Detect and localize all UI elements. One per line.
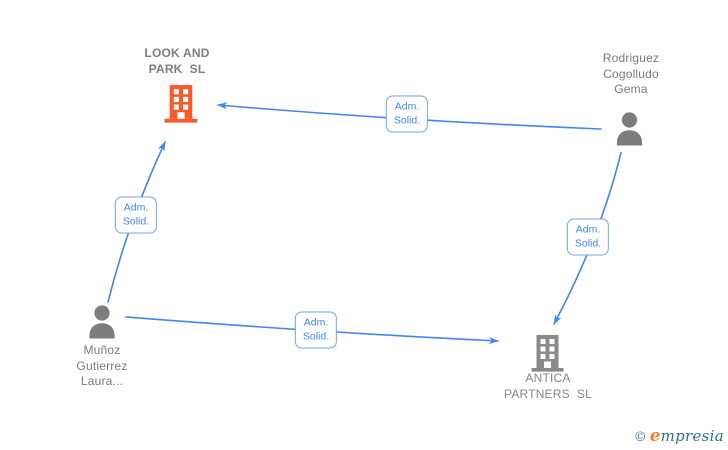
person-icon[interactable] xyxy=(84,304,120,340)
node-label-line: Gema xyxy=(614,82,648,96)
edge-label-adm-solid: Adm. Solid. xyxy=(385,95,429,133)
edge-label-line: Solid. xyxy=(574,237,602,250)
node-label-line: Gutierrez xyxy=(76,358,128,373)
node-label-line: Laura... xyxy=(80,374,124,388)
edge-label-line: Adm. xyxy=(303,316,329,329)
node-label-line: ANTICA xyxy=(525,371,571,385)
edge-label-line: Solid. xyxy=(302,330,330,343)
edge-label-line: Adm. xyxy=(394,100,420,113)
edge-label-adm-solid: Adm. Solid. xyxy=(566,218,610,256)
node-label-line: LOOK AND xyxy=(144,46,210,60)
node-label-rodriguez: Rodriguez Cogolludo Gema xyxy=(551,51,711,98)
node-label-line: Cogolludo xyxy=(603,66,659,81)
edge-label-line: Adm. xyxy=(575,223,601,236)
brand-initial: e xyxy=(649,426,661,446)
edge-label-line: Solid. xyxy=(122,215,150,228)
brand-text: mpresia xyxy=(660,427,724,445)
node-label-antica: ANTICA PARTNERS SL xyxy=(468,371,628,402)
person-icon[interactable] xyxy=(611,111,648,147)
building-icon[interactable] xyxy=(163,84,199,123)
node-label-line: Rodriguez xyxy=(602,51,660,65)
node-label-line: Muñoz xyxy=(83,343,121,357)
edge-label-line: Adm. xyxy=(123,201,149,214)
edge-label-adm-solid: Adm. Solid. xyxy=(114,196,158,234)
edge-label-line: Solid. xyxy=(393,114,421,127)
building-icon[interactable] xyxy=(530,334,565,372)
node-label-line: PARK SL xyxy=(148,61,206,76)
node-label-munoz: Muñoz Gutierrez Laura... xyxy=(22,343,182,390)
copyright-icon: © xyxy=(633,430,647,445)
node-label-look-and-park: LOOK AND PARK SL xyxy=(97,46,257,77)
edge-label-adm-solid: Adm. Solid. xyxy=(294,311,338,349)
node-label-line: PARTNERS SL xyxy=(504,386,592,401)
empresia-watermark: ©empresia xyxy=(634,426,724,448)
